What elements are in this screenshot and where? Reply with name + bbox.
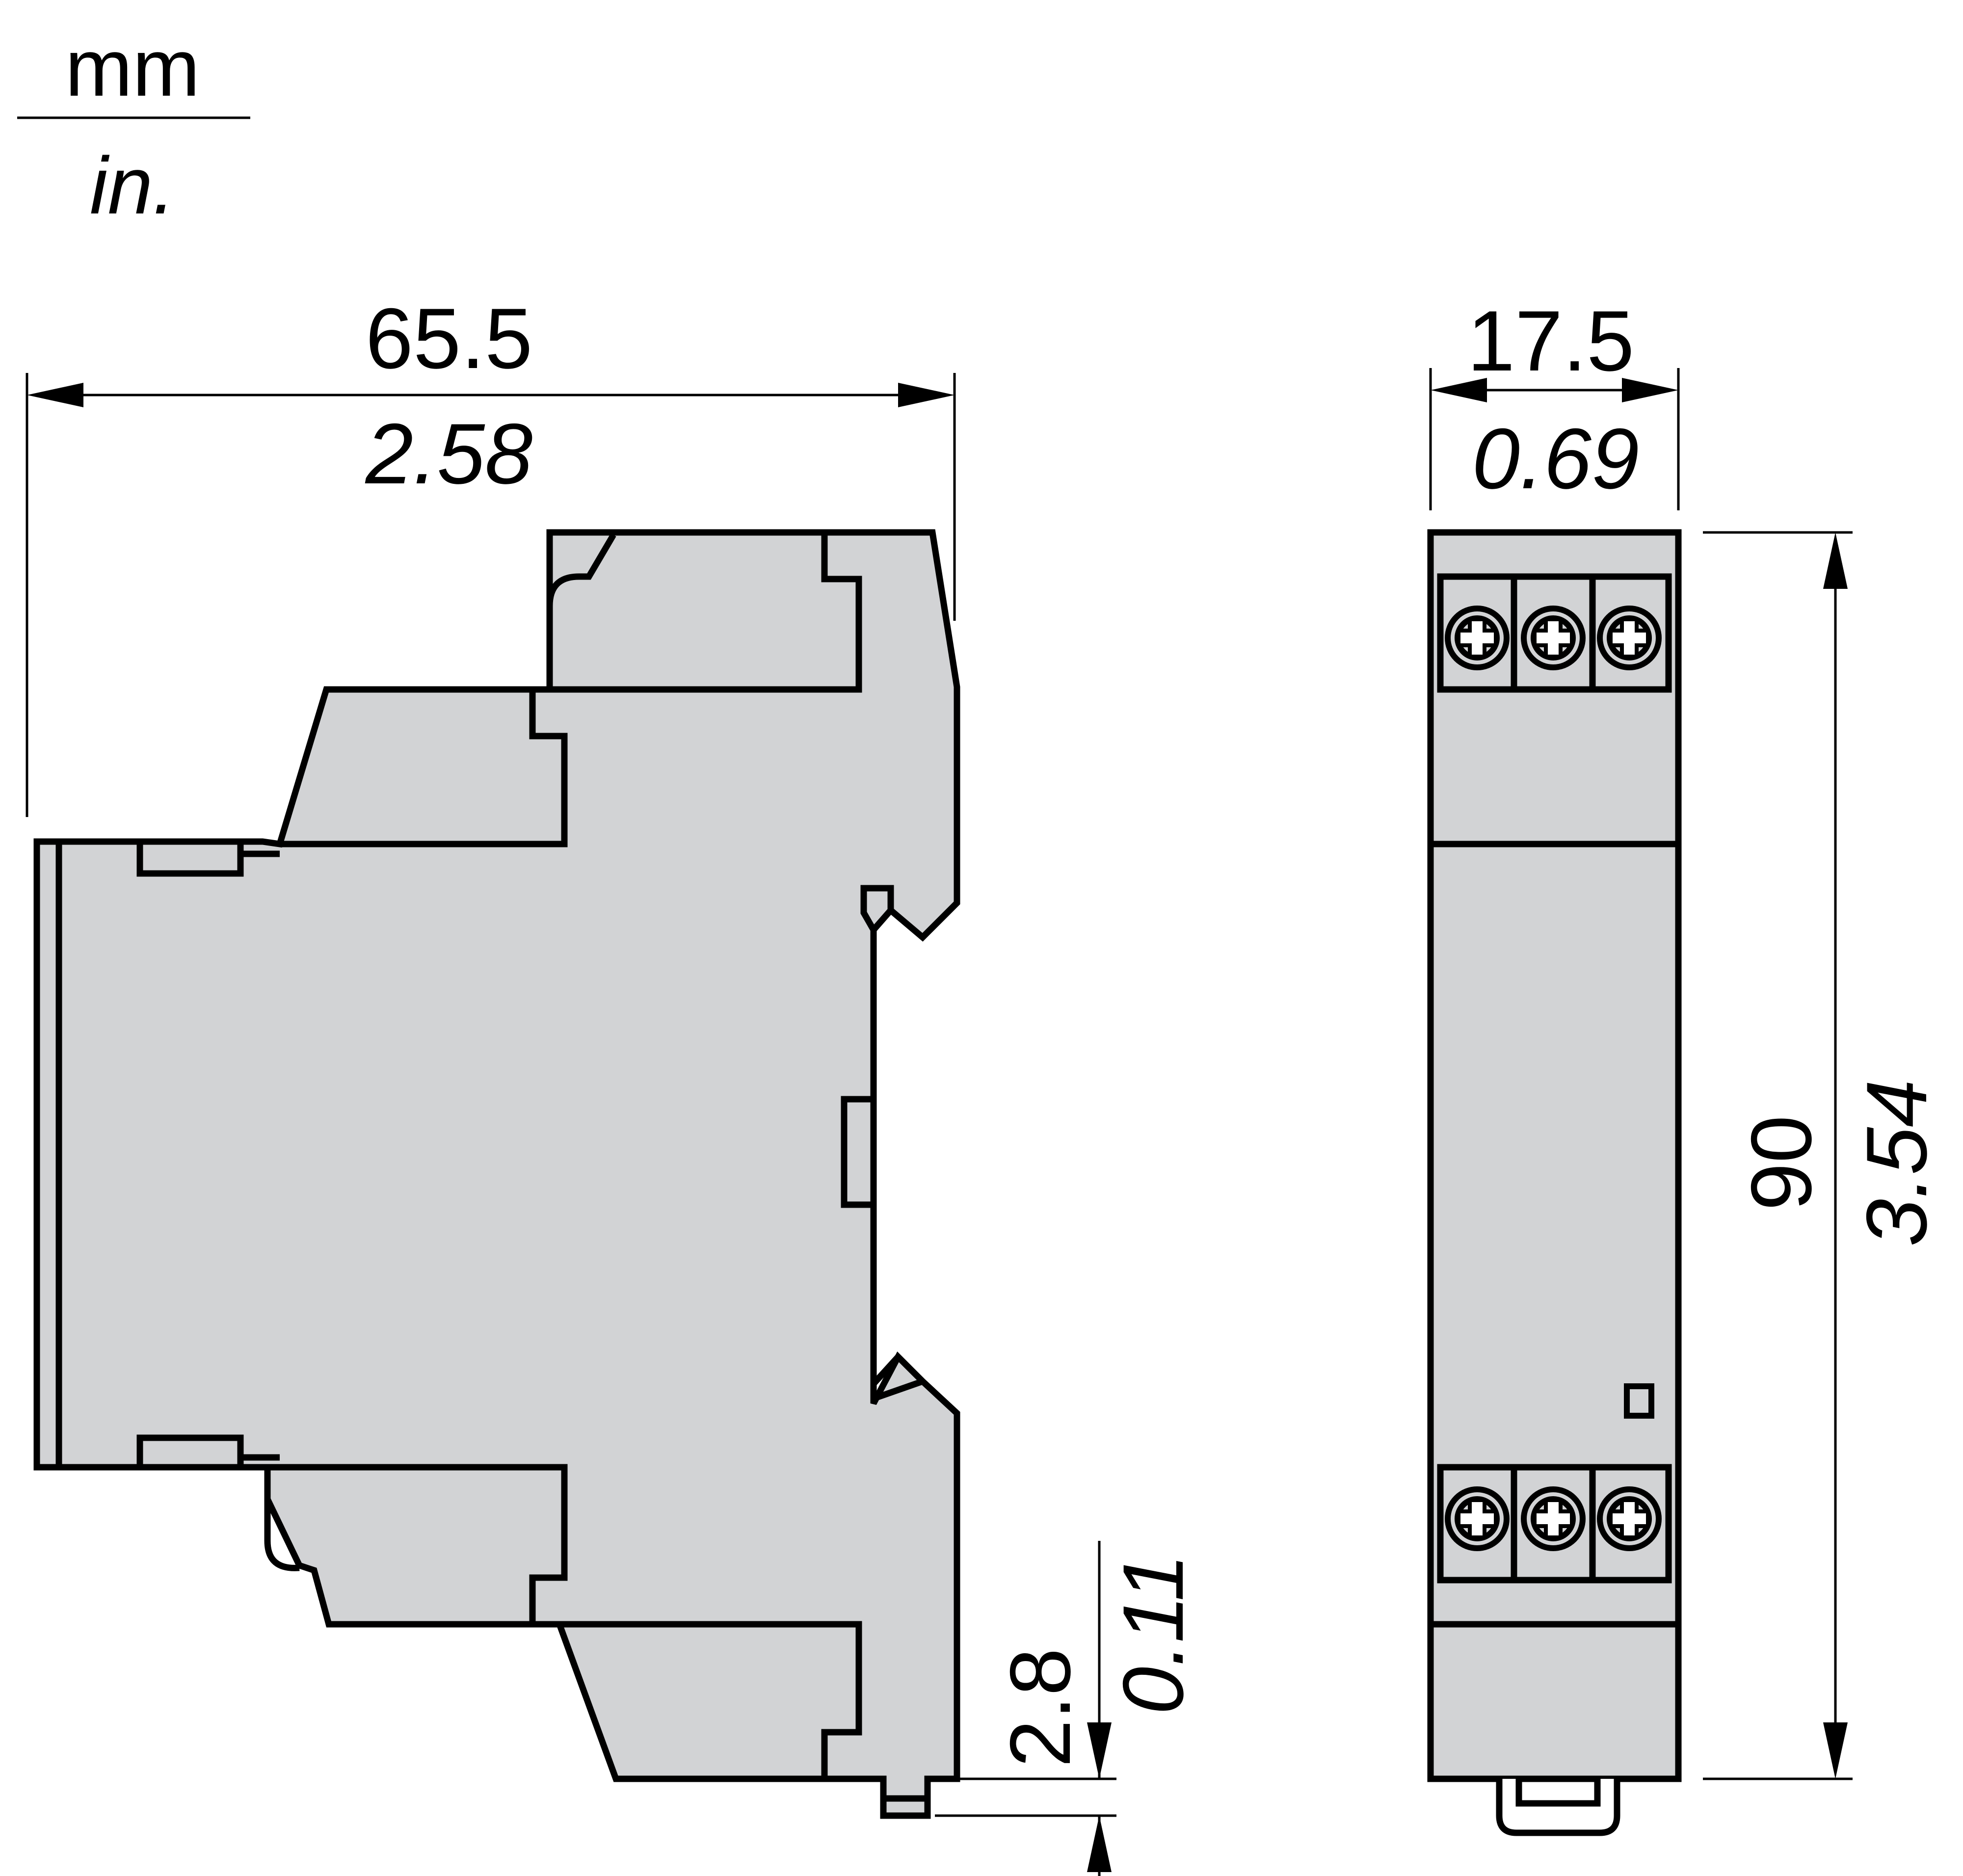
- top-screw-1-icon: [1445, 606, 1510, 670]
- height-in-value: 3.54: [1849, 1080, 1945, 1247]
- side-view-top-clip: [136, 842, 244, 877]
- side-view-lower-hump: [264, 1467, 300, 1571]
- unit-legend: mm in.: [17, 23, 250, 231]
- front-view: [1427, 529, 1682, 1836]
- side-view-center-latch: [841, 1096, 877, 1208]
- unit-mm-label: mm: [65, 23, 200, 113]
- front-view-body: [1427, 529, 1682, 1782]
- rail-offset-dimension: 2.8 0.11: [935, 1541, 1201, 1876]
- height-dimension: 90 3.54: [1703, 531, 1945, 1780]
- side-view: [33, 529, 960, 1819]
- height-arrow-top: [1823, 532, 1848, 589]
- top-screw-3-icon: [1597, 606, 1662, 670]
- width-in-value: 0.69: [1472, 411, 1640, 507]
- bottom-screw-1-icon: [1445, 1486, 1510, 1551]
- height-mm-value: 90: [1734, 1115, 1830, 1211]
- rail-arrow-bottom: [1087, 1816, 1112, 1872]
- side-view-bottom-step: [559, 1621, 862, 1779]
- width-dimension: 17.5 0.69: [1429, 293, 1680, 510]
- side-view-bottom-clip: [136, 1434, 244, 1467]
- height-arrow-bottom: [1823, 1722, 1848, 1779]
- depth-dimension: 65.5 2.58: [26, 291, 956, 817]
- side-view-din-clip-top: [860, 885, 894, 932]
- width-arrow-left: [1431, 378, 1487, 402]
- unit-in-label: in.: [90, 140, 175, 231]
- rail-in-value: 0.11: [1106, 1554, 1201, 1715]
- bottom-screw-2-icon: [1521, 1486, 1586, 1551]
- depth-mm-value: 65.5: [366, 291, 533, 387]
- side-view-top-hump: [546, 533, 616, 689]
- side-view-top-step: [550, 535, 862, 693]
- width-mm-value: 17.5: [1467, 293, 1635, 389]
- rail-mm-value: 2.8: [993, 1648, 1088, 1767]
- rail-arrow-top: [1087, 1722, 1112, 1779]
- side-view-middle-step: [280, 692, 568, 847]
- bottom-screw-3-icon: [1597, 1486, 1662, 1551]
- depth-arrow-left: [27, 383, 83, 407]
- depth-in-value: 2.58: [365, 406, 533, 502]
- width-arrow-right: [1622, 378, 1678, 402]
- top-screw-2-icon: [1521, 606, 1586, 670]
- side-view-lower-step: [267, 1464, 568, 1624]
- status-led-icon: [1624, 1383, 1654, 1419]
- depth-arrow-right: [898, 383, 955, 407]
